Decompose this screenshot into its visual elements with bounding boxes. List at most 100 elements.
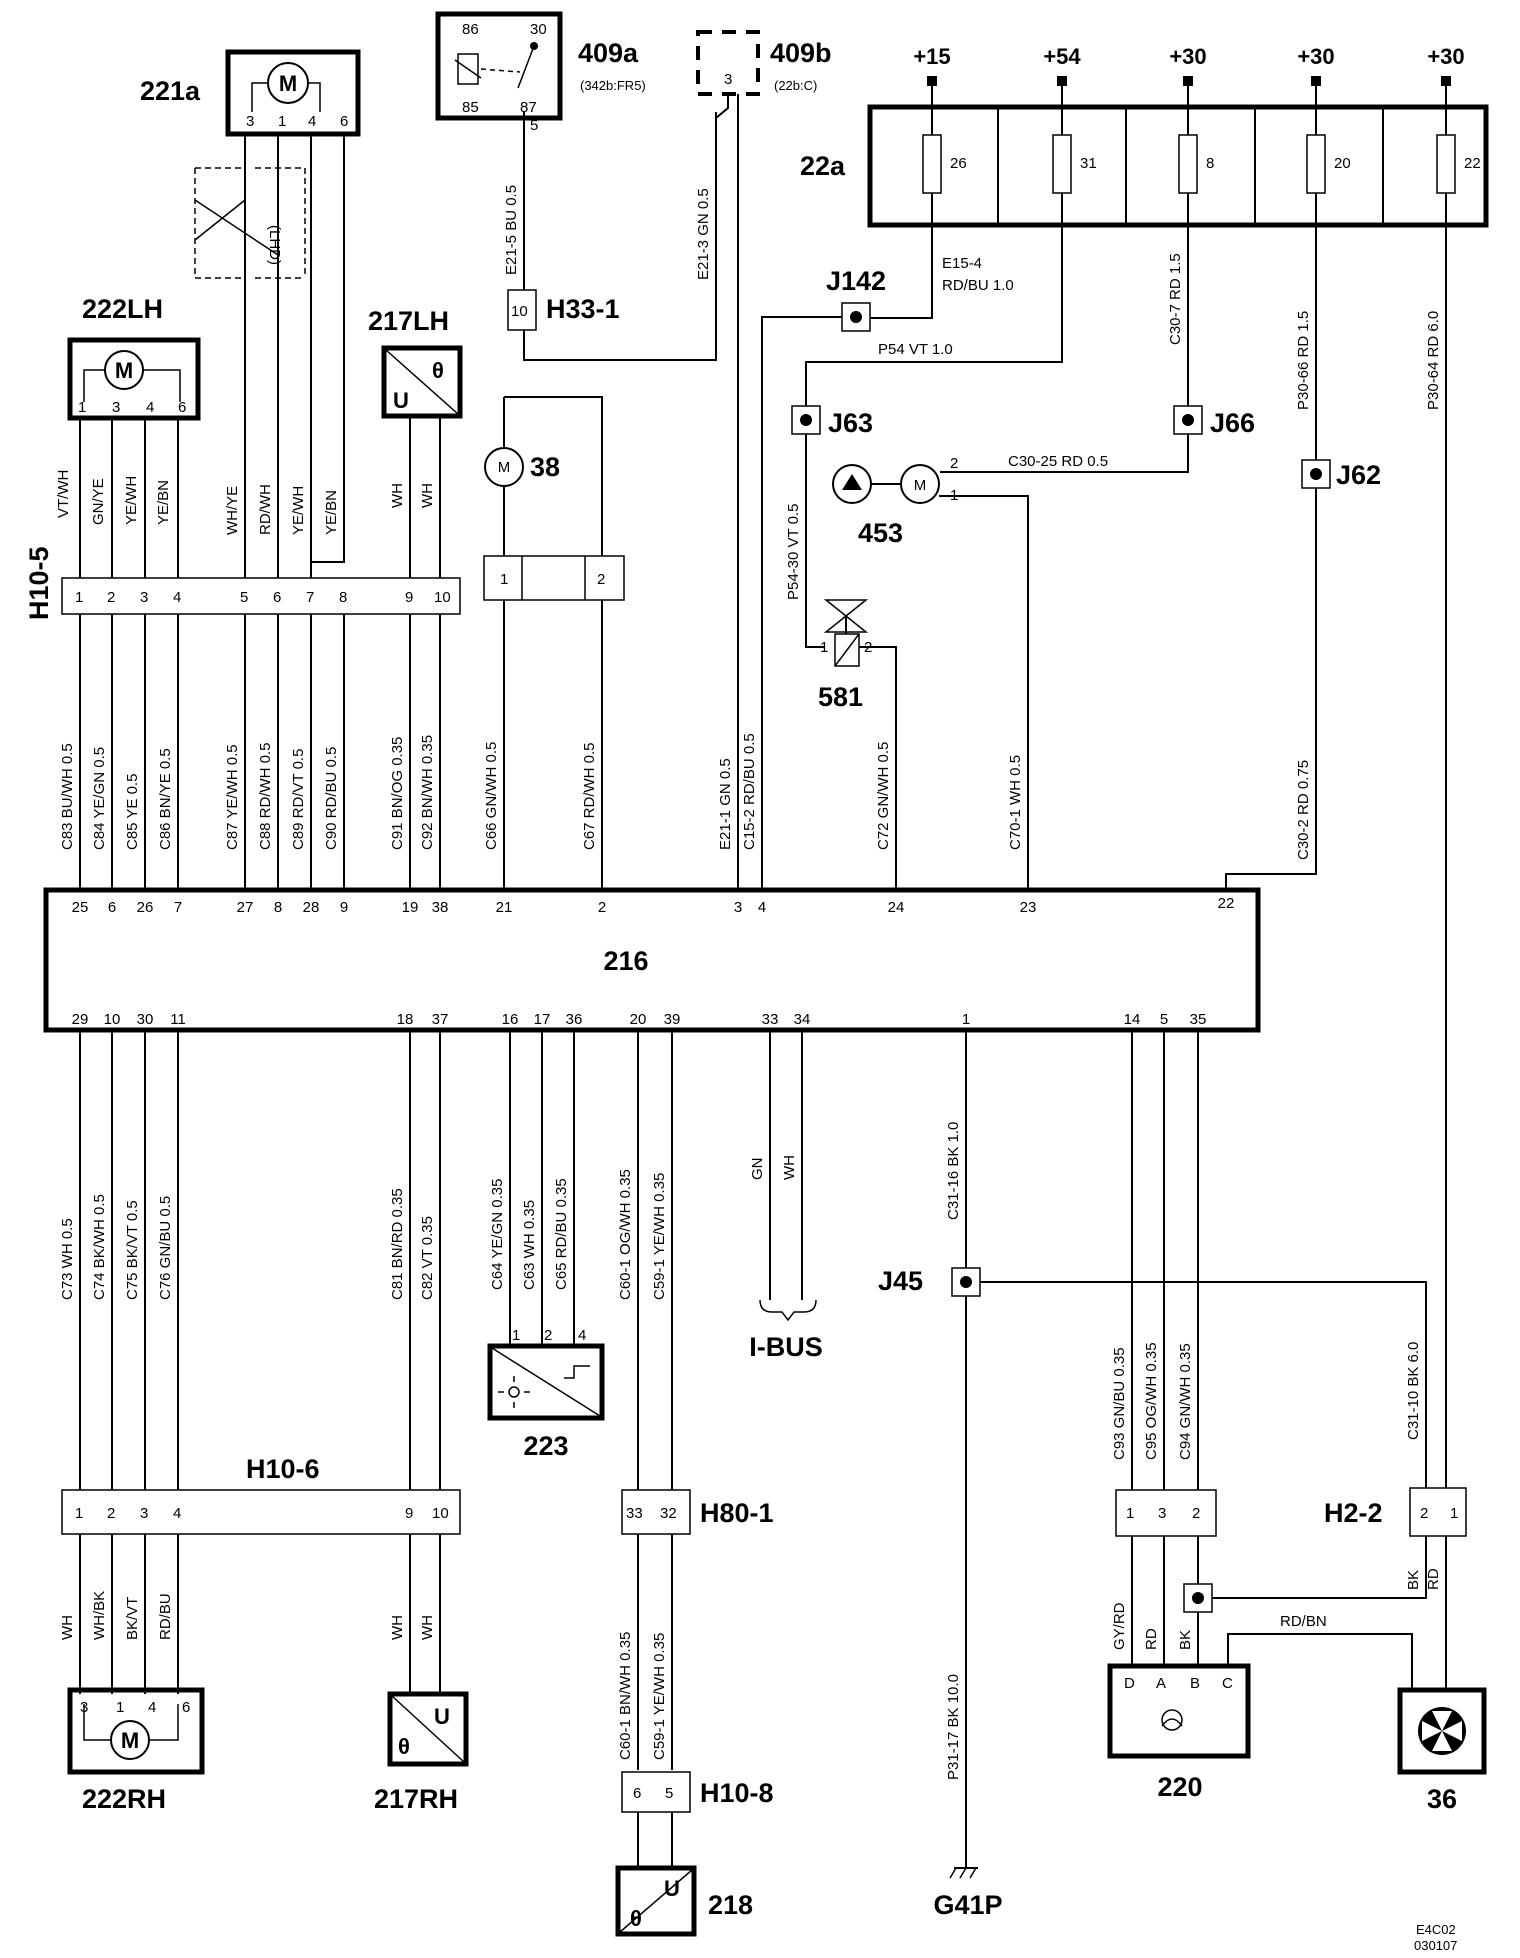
svg-text:P54-30 VT 0.5: P54-30 VT 0.5 — [785, 504, 802, 600]
svg-text:+30: +30 — [1427, 44, 1464, 69]
svg-text:030107: 030107 — [1414, 1938, 1457, 1953]
svg-text:1: 1 — [962, 1011, 970, 1028]
svg-text:A: A — [1156, 1675, 1166, 1692]
label-h10-8: H10-8 — [700, 1778, 774, 1808]
svg-text:E15-4: E15-4 — [942, 255, 982, 272]
svg-text:YE/BN: YE/BN — [155, 480, 172, 525]
svg-text:9: 9 — [405, 589, 413, 606]
svg-text:17: 17 — [534, 1011, 551, 1028]
junction-j63: J63 — [828, 408, 873, 438]
valve-581: 1 2 581 C72 GN/WH 0.5 — [818, 599, 897, 890]
motor-38: M 38 1 2 C66 GN/WH 0.5 C67 RD/WH 0.5 — [483, 396, 625, 890]
svg-text:5: 5 — [240, 589, 248, 606]
wires-lower-left: C73 WH 0.5 C74 BK/WH 0.5 C75 BK/VT 0.5 C… — [59, 1030, 441, 1490]
svg-text:C76 GN/BU 0.5: C76 GN/BU 0.5 — [157, 1196, 174, 1300]
svg-text:C73 WH 0.5: C73 WH 0.5 — [59, 1218, 76, 1300]
svg-text:2: 2 — [544, 1327, 552, 1344]
svg-text:30: 30 — [137, 1011, 154, 1028]
svg-text:5: 5 — [665, 1785, 673, 1802]
svg-text:6: 6 — [178, 399, 186, 416]
junction-j66: J66 — [1210, 408, 1255, 438]
svg-text:C66 GN/WH 0.5: C66 GN/WH 0.5 — [483, 742, 500, 850]
svg-text:C70-1 WH 0.5: C70-1 WH 0.5 — [1007, 755, 1024, 850]
svg-text:C31-10 BK 6.0: C31-10 BK 6.0 — [1405, 1342, 1422, 1440]
svg-text:2: 2 — [598, 899, 606, 916]
svg-text:30: 30 — [530, 21, 547, 38]
svg-text:22: 22 — [1218, 895, 1235, 912]
svg-text:3: 3 — [140, 589, 148, 606]
svg-text:M: M — [498, 459, 511, 476]
svg-text:GN/YE: GN/YE — [90, 478, 107, 525]
svg-text:22: 22 — [1464, 155, 1481, 172]
svg-text:24: 24 — [888, 899, 905, 916]
svg-text:BK: BK — [1405, 1570, 1422, 1590]
wires-h10-5-lower: C83 BU/WH 0.5 C84 YE/GN 0.5 C85 YE 0.5 C… — [59, 614, 441, 890]
label-220: 220 — [1157, 1772, 1202, 1802]
svg-text:14: 14 — [1124, 1011, 1141, 1028]
label-409a: 409a — [578, 38, 639, 68]
pins-216-bottom: 29 10 30 11 18 37 16 17 36 20 39 33 34 1… — [72, 1011, 1207, 1028]
svg-text:1: 1 — [820, 639, 828, 656]
label-217rh: 217RH — [374, 1784, 458, 1814]
svg-text:RD: RD — [1425, 1568, 1442, 1590]
label-h33-1: H33-1 — [546, 294, 620, 324]
svg-text:5: 5 — [1160, 1011, 1168, 1028]
junction-j45: J45 — [878, 1266, 923, 1296]
svg-text:4: 4 — [173, 589, 181, 606]
svg-text:39: 39 — [664, 1011, 681, 1028]
svg-text:20: 20 — [630, 1011, 647, 1028]
svg-text:4: 4 — [173, 1505, 181, 1522]
svg-text:1: 1 — [75, 589, 83, 606]
svg-text:M: M — [115, 358, 133, 383]
svg-text:29: 29 — [72, 1011, 89, 1028]
svg-text:2: 2 — [597, 571, 605, 588]
feed-fuse8: C30-7 RD 1.5 J66 C30-25 RD 0.5 2 1 M 453… — [832, 225, 1255, 890]
svg-text:C74 BK/WH 0.5: C74 BK/WH 0.5 — [91, 1194, 108, 1300]
svg-text:28: 28 — [303, 899, 320, 916]
motor-222lh: M 1 3 4 6 222LH — [67, 294, 201, 421]
relay-409a: 86 30 85 87 409a (342b:FR5) — [435, 11, 646, 121]
svg-text:U: U — [393, 388, 409, 413]
svg-text:RD/BU: RD/BU — [157, 1593, 174, 1640]
svg-text:21: 21 — [496, 899, 513, 916]
svg-text:C60-1 OG/WH 0.35: C60-1 OG/WH 0.35 — [617, 1169, 634, 1300]
connector-h10-6: H10-6 1 2 3 4 9 10 — [61, 1454, 461, 1535]
svg-text:6: 6 — [182, 1699, 190, 1716]
svg-text:C93 GN/BU 0.35: C93 GN/BU 0.35 — [1111, 1347, 1128, 1460]
svg-text:38: 38 — [432, 899, 449, 916]
pins-216-top: 25 6 26 7 27 8 28 9 19 38 21 2 3 4 24 23… — [72, 895, 1235, 916]
svg-text:BK: BK — [1177, 1630, 1194, 1650]
svg-text:C92 BN/WH 0.35: C92 BN/WH 0.35 — [419, 735, 436, 850]
svg-text:3: 3 — [112, 399, 120, 416]
svg-text:3: 3 — [724, 71, 732, 88]
svg-text:6: 6 — [340, 113, 348, 130]
svg-text:C91 BN/OG 0.35: C91 BN/OG 0.35 — [389, 737, 406, 850]
svg-text:3: 3 — [734, 899, 742, 916]
svg-text:9: 9 — [405, 1505, 413, 1522]
svg-text:6: 6 — [273, 589, 281, 606]
label-216: 216 — [603, 946, 648, 976]
svg-text:C: C — [1222, 1675, 1233, 1692]
label-221a: 221a — [140, 76, 201, 106]
svg-text:YE/WH: YE/WH — [290, 486, 307, 535]
svg-text:VT/WH: VT/WH — [55, 470, 72, 518]
label-217lh: 217LH — [368, 306, 449, 336]
svg-text:33: 33 — [626, 1505, 643, 1522]
label-38: 38 — [530, 452, 560, 482]
label-22a: 22a — [800, 151, 846, 181]
svg-text:3: 3 — [140, 1505, 148, 1522]
svg-text:C88 RD/WH 0.5: C88 RD/WH 0.5 — [257, 742, 274, 850]
label-h10-5: H10-5 — [24, 546, 54, 620]
sensor-217lh: U θ 217LH — [368, 306, 463, 419]
label-581: 581 — [818, 682, 863, 712]
svg-text:4: 4 — [308, 113, 316, 130]
svg-text:C90 RD/BU 0.5: C90 RD/BU 0.5 — [323, 747, 340, 850]
svg-text:C85 YE 0.5: C85 YE 0.5 — [124, 774, 141, 850]
svg-text:M: M — [121, 1728, 139, 1753]
svg-text:+30: +30 — [1169, 44, 1206, 69]
chain-h80-h10-8-218: C60-1 OG/WH 0.35 C59-1 YE/WH 0.35 33 32 … — [615, 1030, 774, 1937]
svg-text:5: 5 — [530, 117, 538, 134]
svg-text:1: 1 — [500, 571, 508, 588]
svg-text:3: 3 — [80, 1699, 88, 1716]
